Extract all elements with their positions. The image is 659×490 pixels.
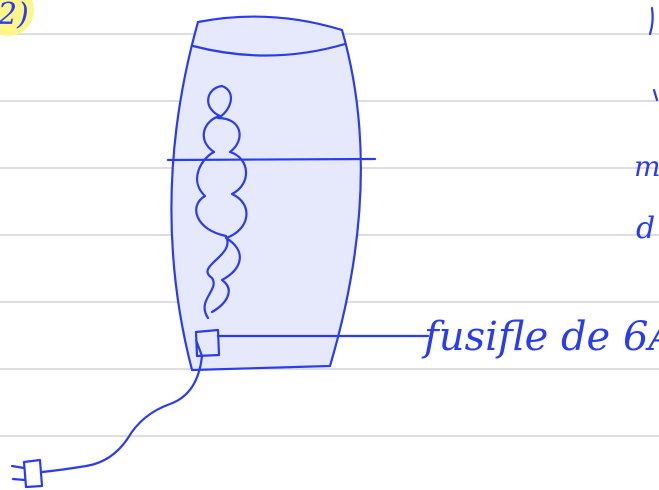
connector-box: [194, 328, 221, 358]
plug: [10, 458, 44, 489]
fuse-annotation: fusifle de 6A.: [421, 314, 659, 360]
highlight-mark: [0, 0, 34, 36]
margin-stroke-small: [652, 88, 659, 102]
water-level-line: [166, 157, 377, 162]
barrel-body: [170, 15, 362, 372]
heating-coil: [195, 84, 248, 320]
margin-stroke-top: [648, 6, 654, 36]
question-number: 2): [0, 0, 29, 32]
power-cord: [40, 354, 204, 474]
barrel-lid-line: [191, 42, 347, 57]
margin-fragment-1: me: [634, 150, 659, 183]
margin-fragment-2: d: [636, 211, 655, 246]
heater-drawing: [10, 15, 430, 489]
